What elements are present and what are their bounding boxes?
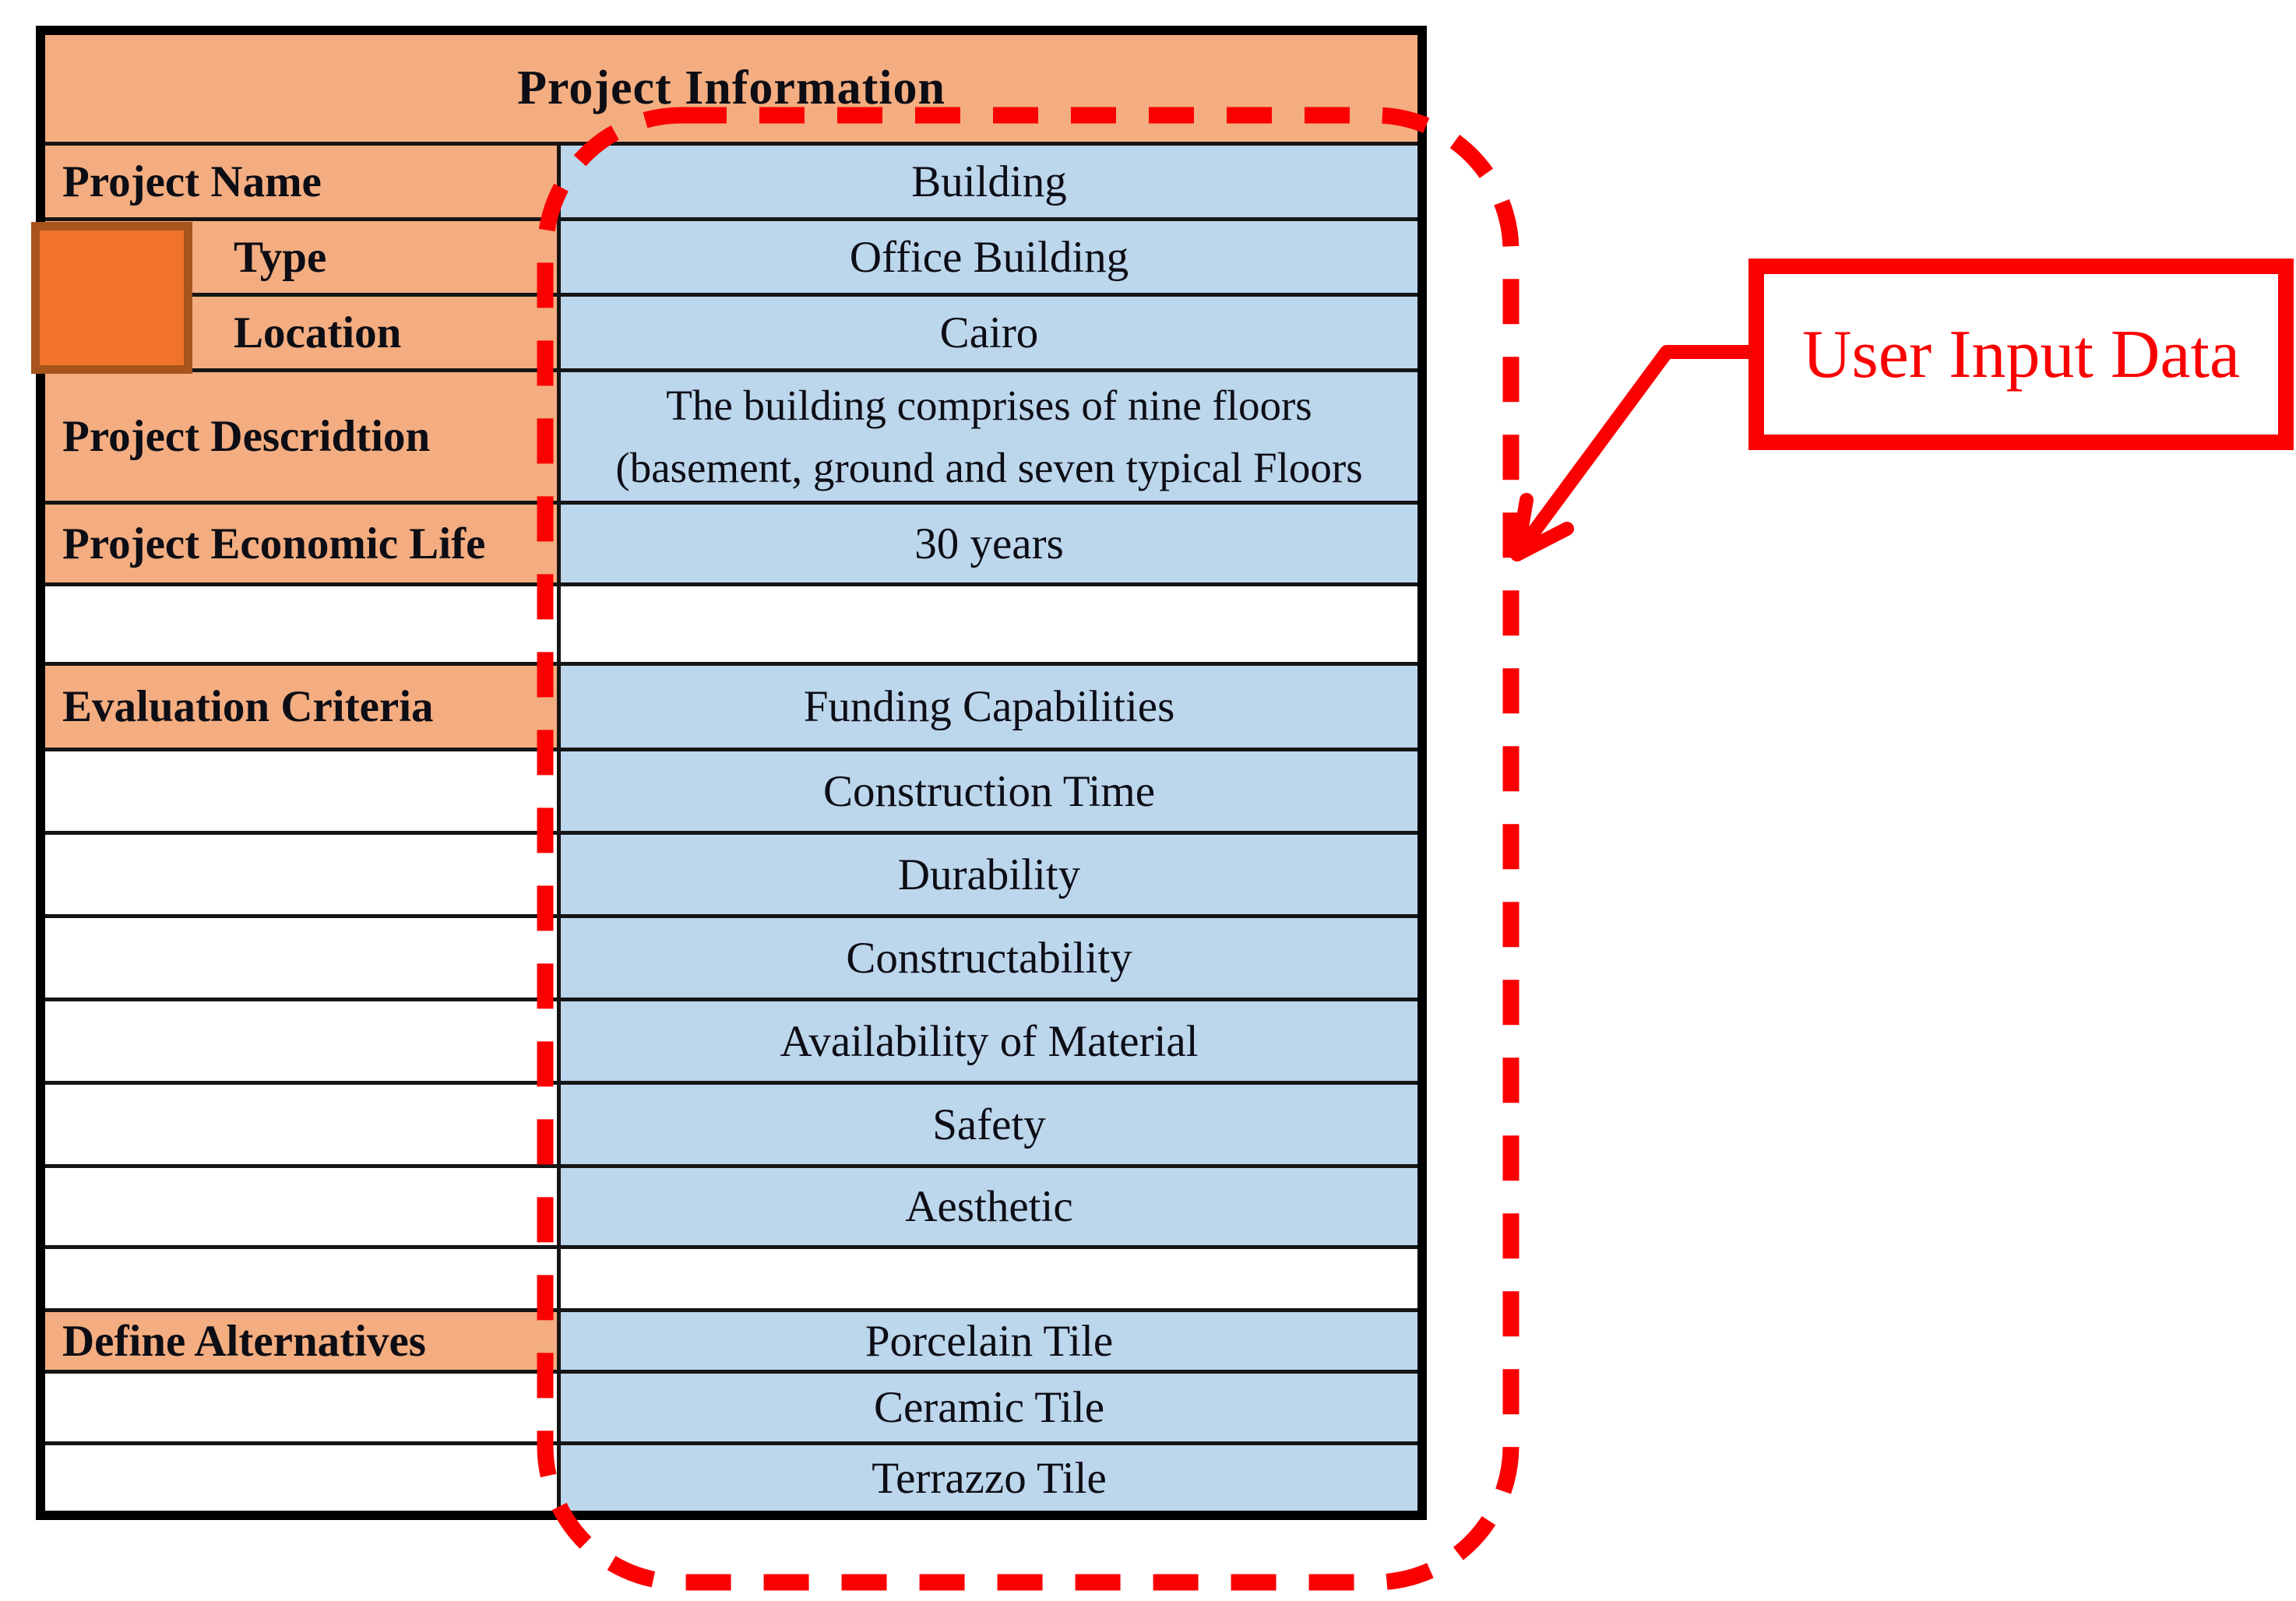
row-value-project-name: Building <box>561 146 1417 217</box>
table-row: Availability of Material <box>45 998 1417 1081</box>
row-label-project-name: Project Name <box>45 146 561 217</box>
row-label-blank <box>45 751 561 831</box>
table-row <box>45 1245 1417 1308</box>
table-row: Project Economic Life 30 years <box>45 501 1417 582</box>
row-label-evaluation-criteria: Evaluation Criteria <box>45 666 561 748</box>
table-row: Evaluation Criteria Funding Capabilities <box>45 662 1417 748</box>
row-value-porcelain-tile: Porcelain Tile <box>561 1312 1417 1370</box>
row-label-define-alternatives: Define Alternatives <box>45 1312 561 1370</box>
table-row: Constructability <box>45 914 1417 998</box>
row-value-type: Office Building <box>561 221 1417 293</box>
table-row: Type Office Building <box>45 217 1417 293</box>
row-label-blank <box>45 1085 561 1164</box>
table-row: Define Alternatives Porcelain Tile <box>45 1308 1417 1370</box>
orange-marker-square <box>31 222 192 374</box>
callout-arrow-head <box>1510 493 1574 561</box>
row-label-blank <box>45 1445 561 1511</box>
row-value-blank <box>561 586 1417 662</box>
row-label-blank <box>45 918 561 998</box>
table-row <box>45 582 1417 662</box>
table-row: Project Descridtion The building compris… <box>45 368 1417 501</box>
row-label-blank <box>45 1168 561 1245</box>
table-row: Construction Time <box>45 748 1417 831</box>
table-header: Project Information <box>45 35 1417 142</box>
callout-label: User Input Data <box>1801 316 2241 392</box>
project-information-table: Project Information Project Name Buildin… <box>36 26 1427 1520</box>
row-value-funding-capabilities: Funding Capabilities <box>561 666 1417 748</box>
row-label-project-description: Project Descridtion <box>45 372 561 501</box>
row-value-ceramic-tile: Ceramic Tile <box>561 1374 1417 1441</box>
row-label-blank <box>45 586 561 662</box>
row-value-economic-life: 30 years <box>561 505 1417 582</box>
table-row: Ceramic Tile <box>45 1370 1417 1441</box>
row-value-location: Cairo <box>561 297 1417 368</box>
callout-arrow-shaft <box>1510 345 1755 561</box>
row-label-blank <box>45 835 561 914</box>
user-input-data-callout: User Input Data <box>1748 259 2294 450</box>
row-value-availability-of-material: Availability of Material <box>561 1001 1417 1081</box>
row-value-durability: Durability <box>561 835 1417 914</box>
row-label-blank <box>45 1374 561 1441</box>
row-value-aesthetic: Aesthetic <box>561 1168 1417 1245</box>
row-value-safety: Safety <box>561 1085 1417 1164</box>
row-label-economic-life: Project Economic Life <box>45 505 561 582</box>
table-row: Aesthetic <box>45 1164 1417 1245</box>
table-header-title: Project Information <box>517 62 946 114</box>
table-row: Location Cairo <box>45 293 1417 368</box>
table-row: Durability <box>45 831 1417 914</box>
row-value-project-description: The building comprises of nine floors (b… <box>561 372 1417 501</box>
row-value-blank <box>561 1249 1417 1308</box>
row-label-blank <box>45 1249 561 1308</box>
row-value-construction-time: Construction Time <box>561 751 1417 831</box>
row-label-blank <box>45 1001 561 1081</box>
table-row: Project Name Building <box>45 142 1417 217</box>
row-value-terrazzo-tile: Terrazzo Tile <box>561 1445 1417 1511</box>
row-value-constructability: Constructability <box>561 918 1417 998</box>
table-row: Terrazzo Tile <box>45 1441 1417 1511</box>
table-row: Safety <box>45 1081 1417 1164</box>
